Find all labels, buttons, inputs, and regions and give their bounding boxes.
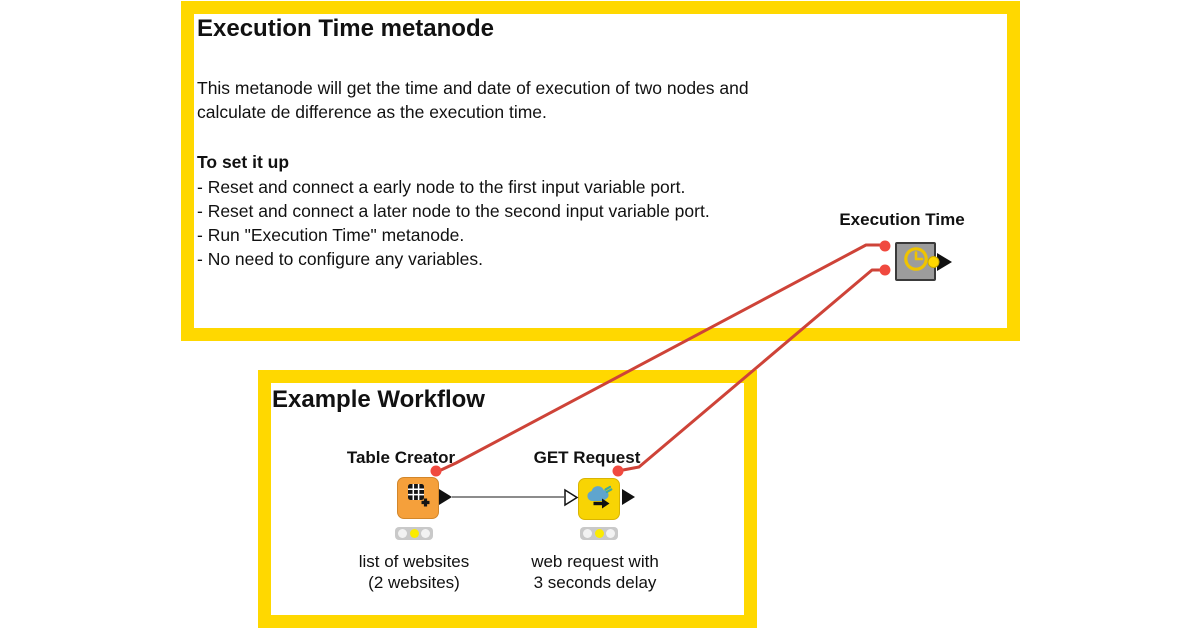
annotation-box-execution-time [181,1,1020,341]
setup-item: - Reset and connect a later node to the … [197,201,710,221]
caption-line: 3 seconds delay [533,573,657,592]
annotation-title: Execution Time metanode [197,15,494,42]
output-port-circle-icon [927,256,940,268]
caption-line: web request with [531,552,659,571]
traffic-light-green-icon [421,529,430,538]
table-creator-node[interactable] [397,477,439,519]
caption-line: list of websites [358,552,470,571]
table-creator-caption: list of websites (2 websites) [339,551,489,593]
node-label-table-creator: Table Creator [346,448,456,467]
annotation-description: This metanode will get the time and date… [197,76,749,124]
clock-icon [901,244,931,279]
traffic-light-yellow-icon [409,529,419,538]
setup-instructions: - Reset and connect a early node to the … [197,175,710,271]
output-port-triangle-icon [937,253,952,271]
setup-heading: To set it up [197,152,290,172]
cloud-request-icon [583,482,615,517]
get-request-caption: web request with 3 seconds delay [520,551,670,593]
table-grid-plus-icon [405,482,432,514]
node-label-get-request: GET Request [533,448,641,467]
traffic-light-red-icon [398,529,407,538]
annotation-title: Example Workflow [272,386,485,413]
get-request-node[interactable] [578,478,620,520]
table-creator-traffic-light [395,527,433,540]
metanode-output-port[interactable] [927,251,955,273]
caption-line: (2 websites) [368,573,460,592]
metanode-label: Execution Time [839,210,965,229]
traffic-light-yellow-icon [594,529,604,538]
description-line: This metanode will get the time and date… [197,78,749,98]
setup-item: - Run "Execution Time" metanode. [197,225,465,245]
setup-item: - No need to configure any variables. [197,249,483,269]
setup-item: - Reset and connect a early node to the … [197,177,686,197]
traffic-light-green-icon [606,529,615,538]
traffic-light-red-icon [583,529,592,538]
get-request-traffic-light [580,527,618,540]
description-line: calculate de difference as the execution… [197,102,547,122]
